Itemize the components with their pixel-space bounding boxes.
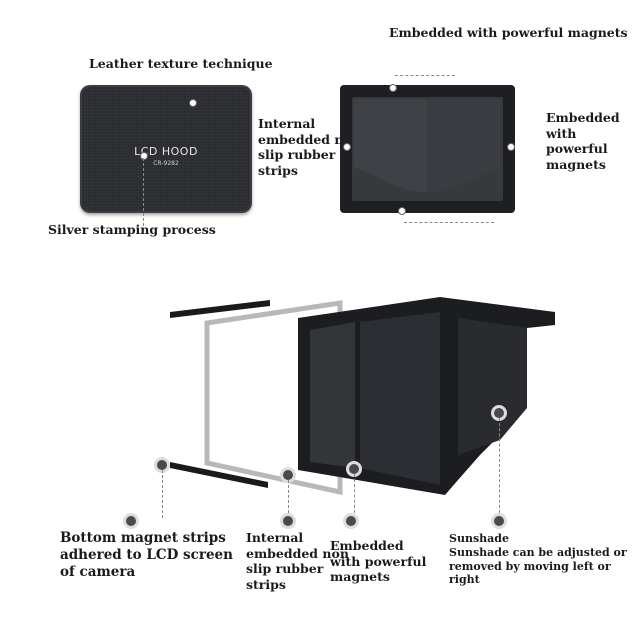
silver-line <box>143 158 144 226</box>
callout-line-3 <box>354 474 355 518</box>
label-bottom-magnets: Embedded with powerful magnets <box>330 538 427 585</box>
sunshade-flaps <box>354 99 501 192</box>
silver-dot <box>140 152 148 160</box>
rubber-gasket <box>204 300 343 496</box>
label-bottom-strips: Bottom magnet strips adhered to LCD scre… <box>60 530 233 580</box>
callout-dot-3 <box>346 516 356 526</box>
hood-model: CR-9282 <box>153 160 179 167</box>
callout-dot-4 <box>494 516 504 526</box>
magnet-dot-top <box>389 84 397 92</box>
strip-dot <box>343 143 351 151</box>
magnet-dot-right <box>507 143 515 151</box>
callout-dot-1 <box>126 516 136 526</box>
callout-sunshade <box>494 408 504 418</box>
sunshade-panel <box>458 318 527 455</box>
frame-inner-panel <box>352 97 503 201</box>
leather-dot <box>189 99 197 107</box>
label-silver: Silver stamping process <box>48 222 216 237</box>
callout-dot-2 <box>283 516 293 526</box>
magnet-line-top <box>395 75 455 76</box>
callout-internal <box>283 470 293 480</box>
callout-bottom-strips <box>157 460 167 470</box>
label-right-magnets: Embedded with powerful magnets <box>546 110 620 172</box>
callout-line-2 <box>288 480 289 518</box>
magnet-strip-top <box>170 300 270 318</box>
hood-frame-inner-view <box>340 85 515 213</box>
label-top-magnets: Embedded with powerful magnets <box>389 25 628 40</box>
callout-line-4 <box>499 418 500 518</box>
hood-front-left <box>310 322 355 468</box>
hood-title: LCD HOOD <box>134 145 198 158</box>
label-internal-bottom: Internal embedded non slip rubber strips <box>246 530 349 592</box>
label-sunshade: Sunshade Sunshade can be adjusted or rem… <box>449 532 627 587</box>
hood-side <box>360 312 440 485</box>
label-leather: Leather texture technique <box>89 56 273 71</box>
callout-line-1 <box>162 470 163 518</box>
magnet-line-bottom <box>404 222 494 223</box>
magnet-strip-bottom <box>170 462 268 488</box>
callout-magnets <box>349 464 359 474</box>
lcd-hood-cover: LCD HOOD CR-9282 <box>80 85 252 213</box>
label-internal-top: Internal embedded non slip rubber strips <box>258 116 361 178</box>
magnet-dot-bottom <box>398 207 406 215</box>
